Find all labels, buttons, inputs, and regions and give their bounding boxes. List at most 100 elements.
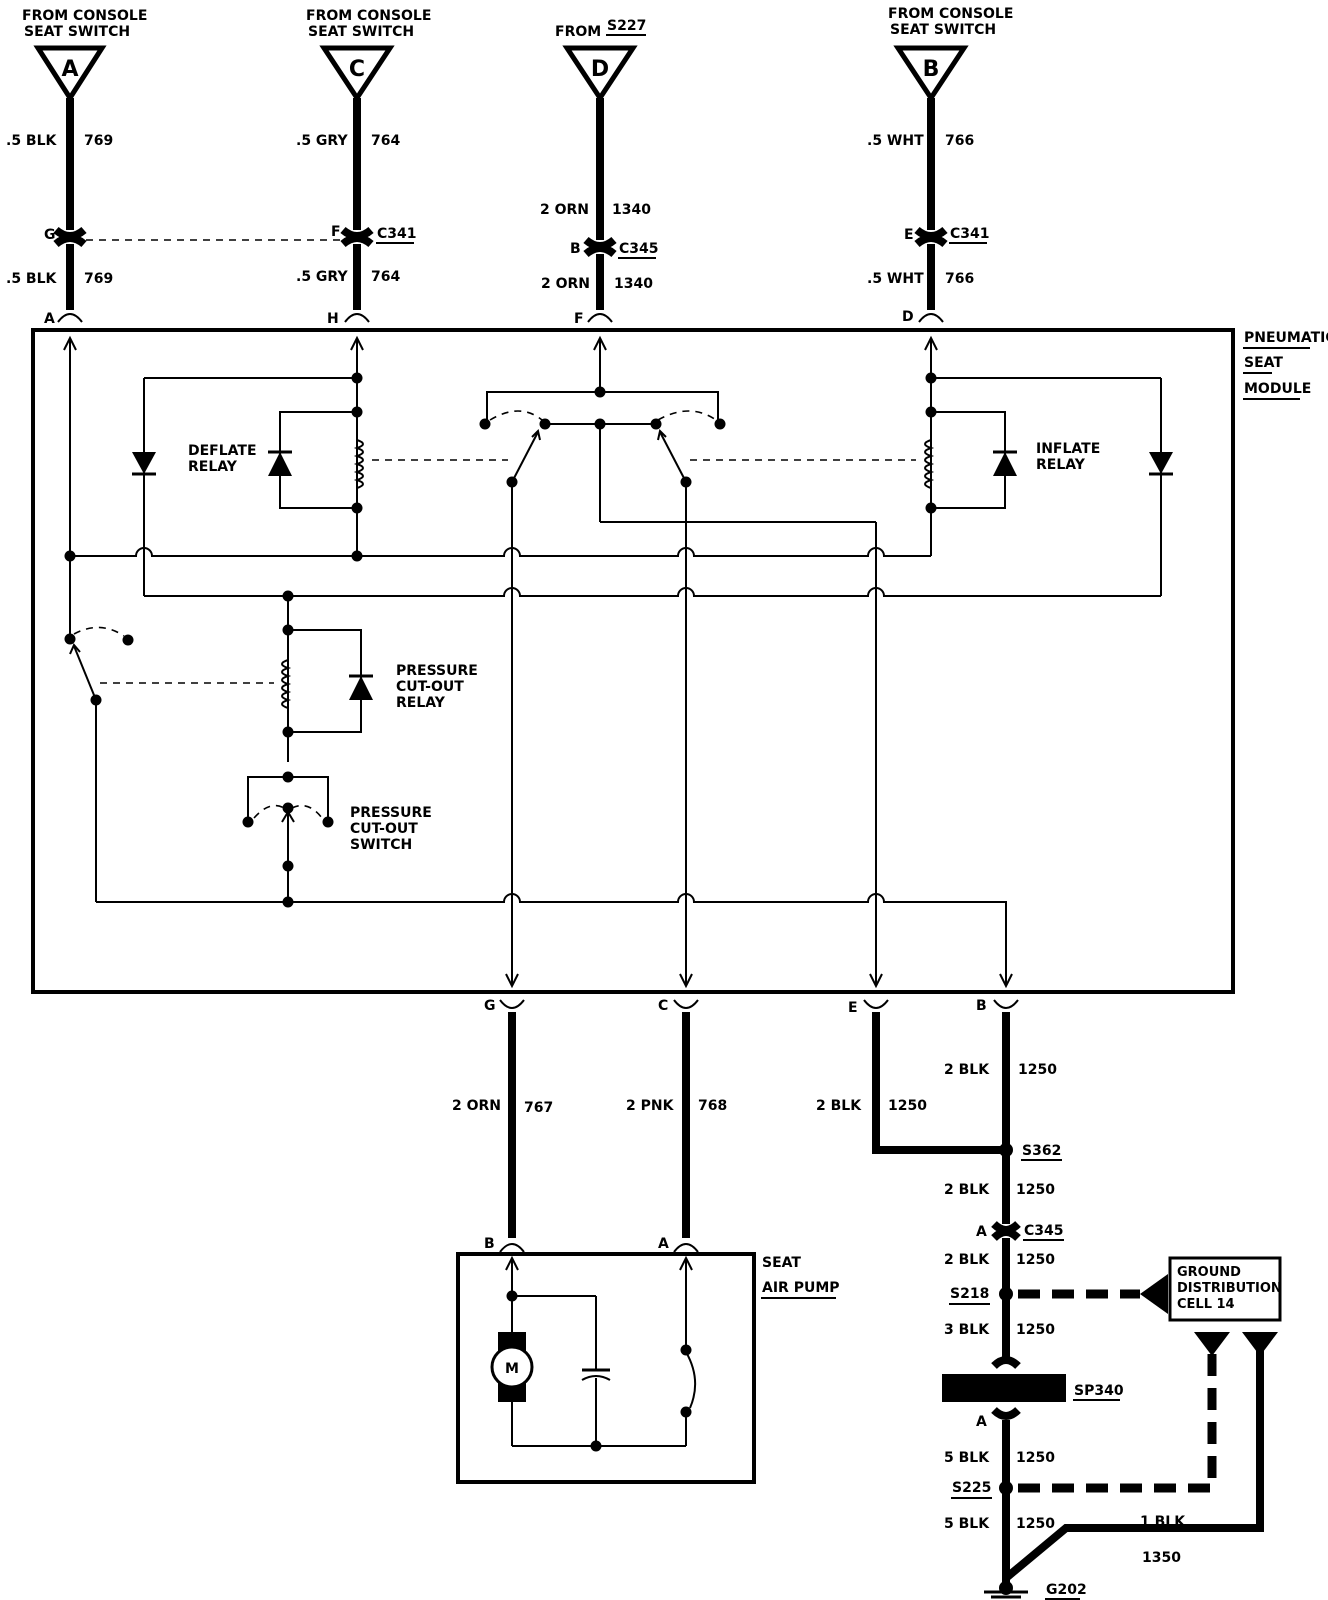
source-d-letter: D xyxy=(591,57,609,82)
wire-e-circuit: 1250 xyxy=(888,1098,927,1114)
pin-c-bottom: C xyxy=(658,998,668,1014)
ground-arrow-icon xyxy=(1242,1332,1278,1356)
source-c-bottom: SEAT SWITCH xyxy=(308,24,414,40)
wire-c345-circuit: 1250 xyxy=(1016,1252,1055,1268)
wire-a-upper-gauge: .5 BLK xyxy=(6,133,58,149)
wire-c-upper-gauge: .5 GRY xyxy=(296,133,348,149)
pin-f-module: F xyxy=(574,311,584,327)
top-wires xyxy=(53,98,948,323)
wire-c-lower-gauge: .5 GRY xyxy=(296,269,348,285)
inflate-relay-coil-icon xyxy=(924,439,935,489)
source-a-letter: A xyxy=(61,57,78,82)
pneumatic-seat-module-box xyxy=(31,328,1235,994)
motor-label: M xyxy=(505,1361,519,1377)
wire-g-circuit: 767 xyxy=(524,1100,553,1116)
source-d-triangle xyxy=(562,45,638,103)
pin-g-top: G xyxy=(44,227,56,243)
pressure-relay-label-2: CUT-OUT xyxy=(396,679,464,695)
wire-d-lower-gauge: 2 ORN xyxy=(541,276,590,292)
inflate-relay-diode-icon xyxy=(993,452,1017,476)
pin-h-top: H xyxy=(327,311,339,327)
wire-b-lower-gauge: .5 WHT xyxy=(867,271,924,287)
module-label-3: MODULE xyxy=(1244,381,1311,397)
bottom-wire-labels: 2 ORN 767 2 PNK 768 2 BLK 1250 2 BLK 125… xyxy=(452,1062,1057,1116)
wire-d-upper-circuit: 1340 xyxy=(612,202,651,218)
wire-s218-gauge: 3 BLK xyxy=(944,1322,990,1338)
motor-icon xyxy=(490,1345,534,1389)
pressure-relay-label-1: PRESSURE xyxy=(396,663,478,679)
deflate-isolation-diode-icon xyxy=(132,452,156,474)
connector-c345-top: C345 xyxy=(619,241,659,257)
wire-e-gauge: 2 BLK xyxy=(816,1098,862,1114)
source-b-top: FROM CONSOLE xyxy=(888,6,1013,22)
component-labels: DEFLATE RELAY INFLATE RELAY PRESSURE CUT… xyxy=(188,441,1100,853)
inflate-relay-label-1: INFLATE xyxy=(1036,441,1100,457)
deflate-relay-label-1: DEFLATE xyxy=(188,443,257,459)
inflate-isolation-diode-icon xyxy=(1149,452,1173,474)
ground-distribution-box xyxy=(1168,1256,1282,1322)
wire-c345-gauge: 2 BLK xyxy=(944,1252,990,1268)
source-a-bottom: SEAT SWITCH xyxy=(24,24,130,40)
seat-air-pump: B A SEAT AIR PUMP M xyxy=(456,1236,840,1484)
wire-c-circuit: 768 xyxy=(698,1098,727,1114)
ground-distribution-label-1: GROUND xyxy=(1177,1265,1241,1280)
connector-c341-right: C341 xyxy=(950,226,990,242)
wire-a-upper-circuit: 769 xyxy=(84,133,113,149)
source-d-splice: S227 xyxy=(607,18,646,34)
pin-d-top: D xyxy=(902,309,914,325)
ground-chain: S362 2 BLK 1250 A C345 2 BLK 1250 S218 3… xyxy=(942,1143,1282,1600)
pressure-switch-label-3: SWITCH xyxy=(350,837,412,853)
wire-s218-circuit: 1250 xyxy=(1016,1322,1055,1338)
splice-s218 xyxy=(999,1287,1013,1301)
pressure-switch-label-1: PRESSURE xyxy=(350,805,432,821)
module-label: PNEUMATIC SEAT MODULE xyxy=(1243,330,1328,400)
wire-c-gauge: 2 PNK xyxy=(626,1098,675,1114)
wire-b-upper-gauge: .5 WHT xyxy=(867,133,924,149)
wire-b-lower-circuit: 766 xyxy=(945,271,974,287)
source-d-prefix: FROM xyxy=(555,24,601,40)
pressure-relay-label-3: RELAY xyxy=(396,695,446,711)
deflate-relay-label-2: RELAY xyxy=(188,459,238,475)
pin-a-c345-lower: A xyxy=(976,1224,987,1240)
ground-arrow-icon xyxy=(1194,1332,1230,1356)
deflate-relay-diode-icon xyxy=(268,452,292,476)
wire-s362-circuit: 1250 xyxy=(1016,1182,1055,1198)
pressure-switch-label-2: CUT-OUT xyxy=(350,821,418,837)
source-a-triangle xyxy=(33,45,107,103)
wire-sp340-gauge: 5 BLK xyxy=(944,1450,990,1466)
source-b-letter: B xyxy=(923,57,940,82)
splice-s225 xyxy=(999,1481,1013,1495)
splice-s362-label: S362 xyxy=(1022,1143,1061,1159)
splice-pack-sp340 xyxy=(942,1374,1066,1402)
wire-c-lower-circuit: 764 xyxy=(371,269,400,285)
bottom-connectors: G C E B xyxy=(484,998,1019,1238)
splice-s218-label: S218 xyxy=(950,1286,989,1302)
pump-pin-b: B xyxy=(484,1236,495,1252)
splice-pack-sp340-label: SP340 xyxy=(1074,1383,1124,1399)
connector-c345-lower: C345 xyxy=(1024,1223,1064,1239)
source-b-bottom: SEAT SWITCH xyxy=(890,22,996,38)
source-b: FROM CONSOLE SEAT SWITCH B xyxy=(888,6,1013,103)
splice-s225-label: S225 xyxy=(952,1480,991,1496)
source-c-triangle xyxy=(319,45,395,103)
inflate-relay-label-2: RELAY xyxy=(1036,457,1086,473)
pin-f-top: F xyxy=(331,224,341,240)
pin-b-bottom: B xyxy=(976,998,987,1014)
source-c-letter: C xyxy=(349,57,365,82)
pressure-relay-coil-icon xyxy=(281,659,292,709)
source-c: FROM CONSOLE SEAT SWITCH C xyxy=(306,8,431,103)
pump-pin-a: A xyxy=(658,1236,669,1252)
top-wire-labels: .5 BLK 769 .5 BLK 769 G A .5 GRY 764 .5 … xyxy=(6,133,990,327)
wire-d-upper-gauge: 2 ORN xyxy=(540,202,589,218)
wire-g202-gauge: 1 BLK xyxy=(1140,1514,1186,1530)
ground-distribution-label-2: DISTRIBUTION xyxy=(1177,1281,1282,1296)
wire-c-upper-circuit: 764 xyxy=(371,133,400,149)
module-label-2: SEAT xyxy=(1244,355,1283,371)
source-c-top: FROM CONSOLE xyxy=(306,8,431,24)
wire-b-gauge: 2 BLK xyxy=(944,1062,990,1078)
splice-s362 xyxy=(999,1143,1013,1157)
wire-s225-gauge: 5 BLK xyxy=(944,1516,990,1532)
source-d: FROM S227 D xyxy=(555,18,646,103)
